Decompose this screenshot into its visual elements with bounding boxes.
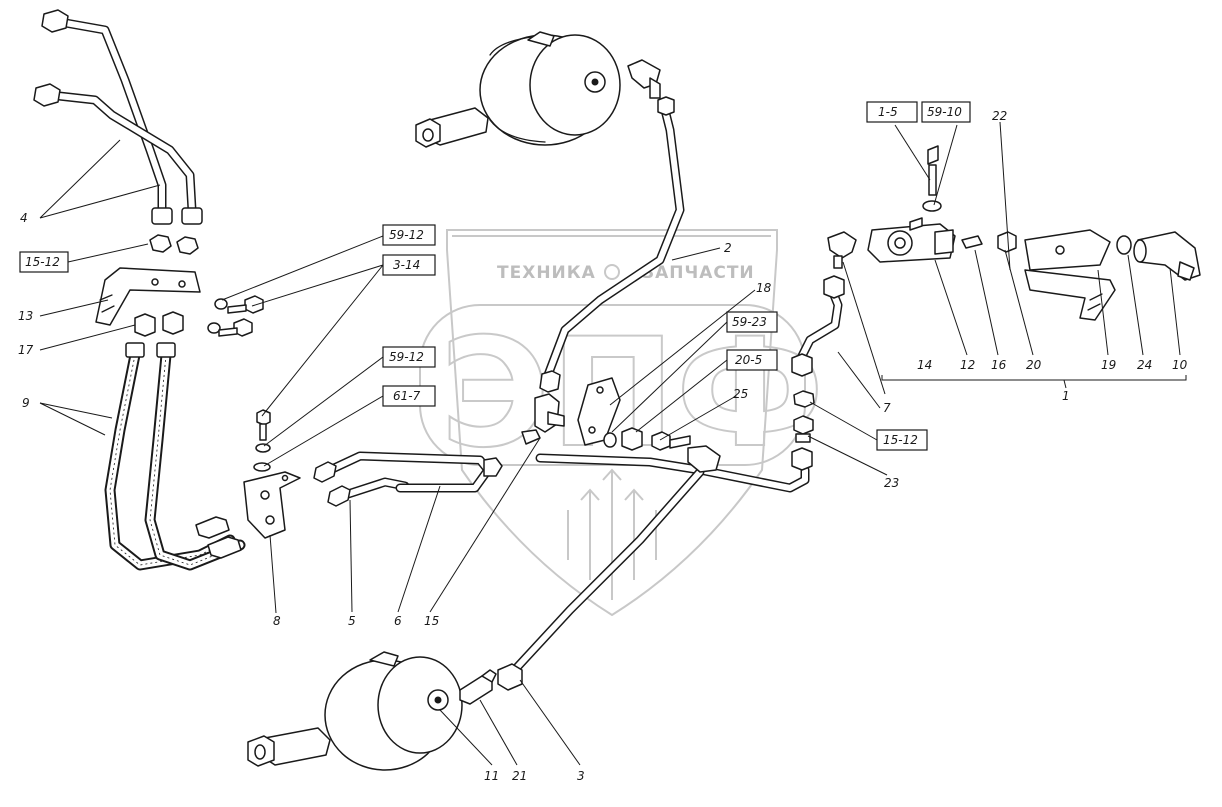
bolts-3-14	[207, 295, 271, 472]
reference-box-61-7: 61-7	[382, 385, 436, 407]
label-21: 21	[512, 769, 527, 783]
svg-text:59-12: 59-12	[389, 228, 424, 242]
fittings-17	[134, 311, 184, 337]
watermark-wheat-icon	[567, 468, 657, 600]
label-16: 16	[991, 358, 1007, 372]
watermark-logo-text: ЭПФ	[440, 307, 824, 481]
valve-assembly-1	[827, 145, 1201, 321]
watermark-shield	[446, 229, 778, 617]
brake-chamber-lower	[247, 651, 463, 771]
label-15: 15	[424, 614, 439, 628]
reference-box-15-12-left: 15-12	[19, 251, 69, 273]
watermark-brand-left: ТЕХНИКА	[497, 263, 596, 283]
label-25: 25	[733, 387, 748, 401]
label-7: 7	[883, 401, 891, 415]
label-11: 11	[484, 769, 499, 783]
hoses-9	[104, 342, 246, 571]
label-13: 13	[18, 309, 33, 323]
label-8: 8	[273, 614, 281, 628]
watermark-brand-right: ЗАПЧАСТИ	[642, 263, 755, 283]
brake-chamber-upper	[415, 31, 621, 148]
label-17: 17	[18, 343, 34, 357]
svg-text:15-12: 15-12	[25, 255, 60, 269]
reference-box-15-12-right: 15-12	[876, 429, 928, 451]
label-4: 4	[20, 211, 28, 225]
fasteners-center	[603, 427, 691, 451]
svg-text:59-12: 59-12	[389, 350, 424, 364]
reference-box-20-5: 20-5	[726, 349, 778, 371]
svg-text:59-23: 59-23	[732, 315, 767, 329]
part-number-labels: 4 13 17 9 8 5 6 15 2 18 25 11 21 3 7 23 …	[18, 109, 1188, 783]
reference-box-59-12-mid: 59-12	[382, 346, 436, 368]
tube-pair-4	[33, 9, 203, 225]
watermark: ТЕХНИКА ЗАПЧАСТИ ЭПФ	[419, 229, 825, 617]
bracket-13	[95, 267, 201, 326]
tube-5	[327, 477, 410, 507]
reference-box-59-12-top: 59-12	[382, 224, 436, 246]
label-1: 1	[1062, 389, 1070, 403]
reference-box-3-14: 3-14	[382, 254, 436, 276]
reference-box-59-10: 59-10	[921, 101, 971, 123]
label-22: 22	[992, 109, 1007, 123]
svg-text:61-7: 61-7	[393, 389, 421, 403]
elbow-fitting-upper	[627, 59, 661, 99]
label-12: 12	[960, 358, 975, 372]
label-20: 20	[1026, 358, 1042, 372]
label-6: 6	[394, 614, 402, 628]
fitting-23	[791, 415, 814, 471]
label-9: 9	[22, 396, 30, 410]
label-18: 18	[756, 281, 772, 295]
gear-icon	[604, 264, 620, 280]
label-3: 3	[577, 769, 585, 783]
tube-7	[791, 275, 845, 377]
label-24: 24	[1137, 358, 1152, 372]
svg-text:59-10: 59-10	[927, 105, 962, 119]
reference-box-59-23: 59-23	[726, 311, 778, 333]
label-2: 2	[724, 241, 732, 255]
label-23: 23	[884, 476, 899, 490]
label-5: 5	[348, 614, 356, 628]
tube-3	[497, 445, 810, 691]
tube-2	[539, 96, 685, 393]
svg-text:20-5: 20-5	[735, 353, 762, 367]
svg-text:3-14: 3-14	[393, 258, 420, 272]
label-14: 14	[917, 358, 932, 372]
svg-text:1-5: 1-5	[878, 105, 898, 119]
nut-15-12-right	[793, 390, 815, 408]
leader-lines	[39, 121, 1187, 766]
tube-6	[313, 451, 503, 493]
elbow-fitting-21	[459, 669, 497, 705]
label-10: 10	[1172, 358, 1188, 372]
label-19: 19	[1101, 358, 1116, 372]
nuts-15-12-left	[149, 234, 199, 255]
bracket-8	[243, 471, 301, 539]
svg-text:15-12: 15-12	[883, 433, 918, 447]
reference-box-1-5: 1-5	[866, 101, 918, 123]
